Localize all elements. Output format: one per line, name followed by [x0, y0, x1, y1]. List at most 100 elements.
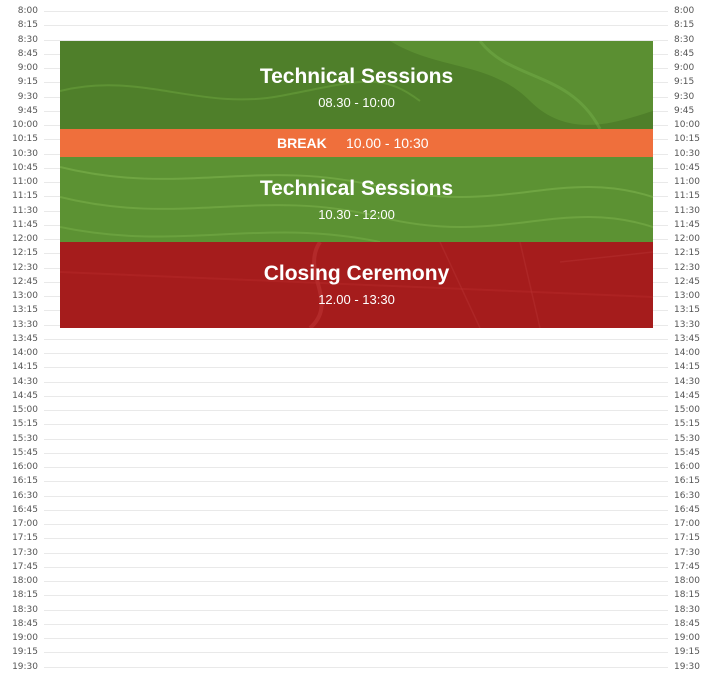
time-label-right: 10:15 [674, 134, 700, 145]
grid-line [44, 623, 668, 625]
grid-line [44, 11, 668, 12]
time-label-left: 9:00 [17, 63, 38, 73]
time-label-right: 8:45 [674, 48, 695, 59]
time-label-left: 13:15 [12, 305, 38, 316]
time-label-left: 11:45 [12, 219, 38, 230]
time-row: 15:15 15:15 [0, 418, 712, 432]
time-label-right: 13:00 [674, 291, 700, 301]
time-label-left: 11:00 [12, 177, 38, 187]
time-label-left: 19:15 [12, 647, 38, 658]
time-label-left: 18:00 [12, 576, 38, 586]
time-label-right: 9:15 [674, 77, 695, 88]
event-title: BREAK [277, 135, 327, 151]
time-label-left: 15:45 [12, 447, 38, 458]
time-label-right: 17:45 [674, 561, 700, 572]
event-texture [60, 41, 653, 129]
time-label-left: 16:15 [12, 476, 38, 487]
time-label-left: 12:30 [12, 262, 38, 273]
time-label-left: 16:45 [12, 504, 38, 515]
time-label-right: 10:45 [674, 162, 700, 173]
time-label-left: 9:15 [17, 77, 38, 88]
time-label-right: 17:30 [674, 547, 700, 558]
event-time: 10.00 - 10:30 [346, 135, 429, 151]
grid-line [44, 566, 668, 568]
time-label-right: 9:30 [674, 91, 695, 102]
event-texture [60, 166, 653, 242]
time-label-left: 13:00 [12, 291, 38, 301]
time-label-left: 14:00 [12, 348, 38, 358]
time-label-right: 15:45 [674, 447, 700, 458]
event-technical-sessions-1[interactable]: Technical Sessions 08.30 - 10:00 [60, 41, 653, 129]
time-label-left: 14:45 [12, 390, 38, 401]
time-label-right: 11:45 [674, 219, 700, 230]
grid-line [44, 424, 668, 426]
grid-line [44, 25, 668, 27]
time-row: 14:00 14:00 [0, 347, 712, 361]
time-label-left: 19:30 [12, 661, 38, 672]
time-label-left: 10:15 [12, 134, 38, 145]
time-label-left: 12:00 [12, 234, 38, 244]
grid-line [44, 509, 668, 511]
time-row: 15:45 15:45 [0, 447, 712, 461]
event-title: Technical Sessions [259, 177, 454, 200]
time-label-right: 18:15 [674, 590, 700, 601]
time-label-right: 12:15 [674, 248, 700, 259]
event-closing-ceremony[interactable]: Closing Ceremony 12.00 - 13:30 [60, 242, 653, 328]
time-label-left: 17:45 [12, 561, 38, 572]
event-title: Technical Sessions [259, 65, 454, 88]
time-label-left: 17:30 [12, 547, 38, 558]
time-label-left: 9:30 [17, 91, 38, 102]
time-label-right: 18:45 [674, 618, 700, 629]
grid-line [44, 410, 668, 411]
time-label-right: 8:00 [674, 6, 695, 16]
time-label-left: 14:30 [12, 376, 38, 387]
time-label-right: 15:15 [674, 419, 700, 430]
time-label-left: 10:45 [12, 162, 38, 173]
time-label-right: 17:00 [674, 519, 700, 529]
time-label-right: 14:00 [674, 348, 700, 358]
time-label-right: 8:15 [674, 20, 695, 31]
grid-line [44, 552, 668, 554]
grid-line [44, 353, 668, 354]
time-label-right: 10:00 [674, 120, 700, 130]
time-label-right: 17:15 [674, 533, 700, 544]
time-label-left: 12:45 [12, 276, 38, 287]
grid-line [44, 438, 668, 440]
time-row: 17:45 17:45 [0, 561, 712, 575]
time-label-left: 8:30 [17, 34, 38, 45]
grid-line [44, 595, 668, 597]
event-time: 08.30 - 10:00 [318, 95, 395, 110]
time-label-left: 15:15 [12, 419, 38, 430]
time-label-right: 16:30 [674, 490, 700, 501]
time-label-right: 12:45 [674, 276, 700, 287]
grid-line [44, 538, 668, 540]
grid-line [44, 581, 668, 582]
time-label-left: 14:15 [12, 362, 38, 373]
time-label-left: 17:15 [12, 533, 38, 544]
time-row: 18:30 18:30 [0, 604, 712, 618]
time-label-left: 9:45 [17, 105, 38, 116]
time-label-right: 18:30 [674, 604, 700, 615]
time-label-left: 10:30 [12, 148, 38, 159]
event-break[interactable]: BREAK 10.00 - 10:30 [60, 129, 653, 157]
time-label-right: 15:30 [674, 433, 700, 444]
time-label-left: 15:00 [12, 405, 38, 415]
event-technical-sessions-2[interactable]: Technical Sessions 10.30 - 12:00 [60, 157, 653, 242]
time-label-right: 16:15 [674, 476, 700, 487]
time-label-right: 19:00 [674, 633, 700, 643]
grid-line [44, 338, 668, 340]
event-time: 12.00 - 13:30 [318, 292, 395, 307]
time-label-left: 18:30 [12, 604, 38, 615]
time-label-left: 18:45 [12, 618, 38, 629]
